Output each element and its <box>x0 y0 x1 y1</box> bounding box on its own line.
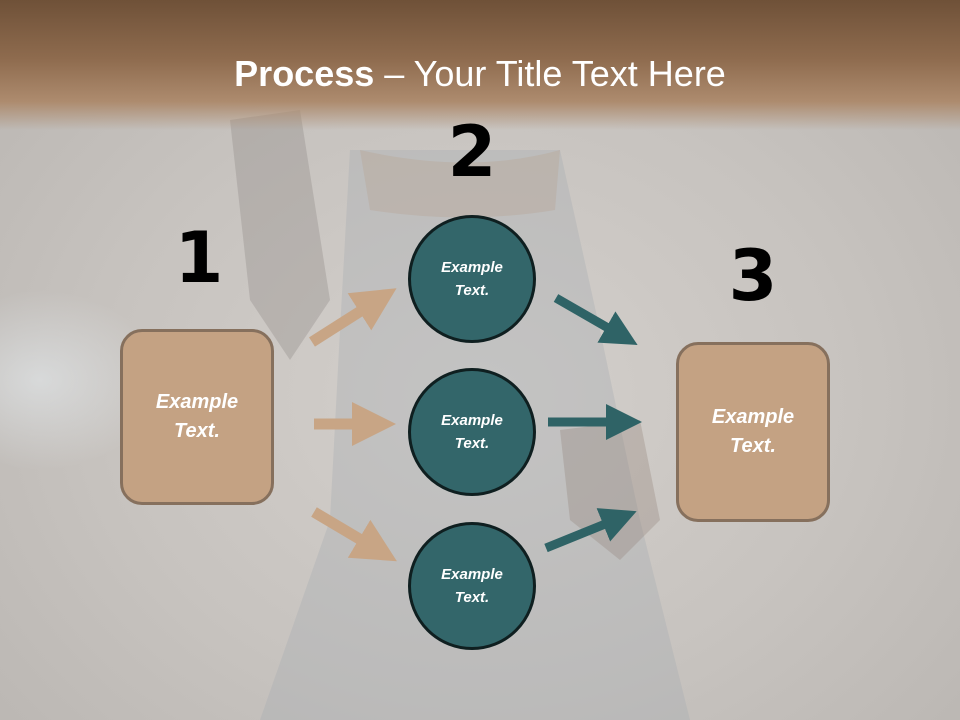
step3-box: Example Text. <box>676 342 830 522</box>
circle-middle-text: Example Text. <box>441 412 503 452</box>
arrow-to-circle-top <box>309 288 397 347</box>
step2-circle-bottom: Example Text. <box>408 522 536 650</box>
step1-box: Example Text. <box>120 329 274 505</box>
step2-circle-middle: Example Text. <box>408 368 536 496</box>
title-rest: – Your Title Text Here <box>374 53 726 94</box>
circle-top-text: Example Text. <box>441 259 503 299</box>
arrow-from-circle-top <box>553 294 638 345</box>
arrow-from-circle-bottom <box>544 508 637 553</box>
step1-box-text: Example Text. <box>155 391 239 442</box>
title-bold: Process <box>234 53 375 94</box>
title-bar <box>0 0 960 130</box>
arrow-to-circle-bottom <box>311 507 397 562</box>
slide-title: Process – Your Title Text Here <box>0 52 960 96</box>
step-number-2: 2 <box>447 111 497 193</box>
circle-bottom-text: Example Text. <box>441 566 503 606</box>
step3-box-text: Example Text. <box>711 406 795 457</box>
step-number-1: 1 <box>174 217 224 299</box>
step2-circle-top: Example Text. <box>408 215 536 343</box>
step-number-3: 3 <box>728 235 778 317</box>
